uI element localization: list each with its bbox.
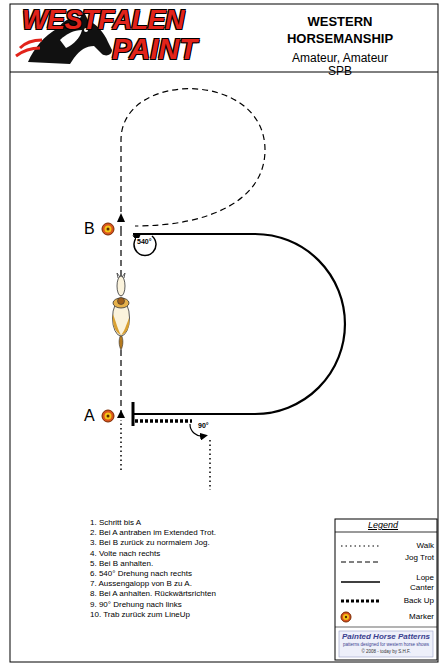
instruction: 10. Trab zurück zum LineUp [90, 611, 190, 620]
logo-text: WESTFALEN [22, 6, 184, 36]
walk-line [120, 420, 122, 470]
angle-label: 540° [136, 238, 152, 246]
subtitle: Amateur, Amateur SPB [280, 52, 400, 78]
lope-line [133, 234, 345, 414]
jog-out-line [209, 440, 211, 490]
instruction: 9. 90° Drehung nach links [90, 601, 182, 610]
instruction: 7. Aussengalopp von B zu A. [90, 580, 192, 589]
logo-text: patterns designed for western horse show… [341, 643, 431, 648]
logo-text: PAINT [112, 34, 197, 66]
angle-label: 90° [197, 422, 210, 430]
legend-heading: Legend [368, 521, 398, 531]
instruction: 6. 540° Drehung nach rechts [90, 570, 192, 579]
logo-text: Painted Horse Patterns [341, 633, 431, 642]
instruction: 8. Bei A anhalten. Rückwärtsrichten [90, 590, 216, 599]
horse-rider [113, 273, 130, 350]
legend-text: Marker [409, 613, 434, 622]
legend-box [335, 519, 437, 660]
title: WESTERN HORSEMANSHIP [280, 13, 400, 47]
marker [102, 223, 114, 235]
header-rule [10, 72, 438, 73]
instruction: 3. Bei B zurück zu normalem Jog. [90, 539, 210, 548]
marker [102, 410, 114, 422]
instruction: 5. Bei B anhalten. [90, 560, 153, 569]
copyright: © 2008 - today by S.H.F. [341, 650, 431, 655]
marker-label: B [84, 220, 95, 238]
backup-line [135, 419, 192, 423]
legend-text: Back Up [404, 597, 434, 606]
instruction: 2. Bei A antraben im Extended Trot. [90, 529, 216, 538]
spin-symbol [134, 236, 156, 255]
marker-label: A [84, 407, 95, 425]
stop-bar [132, 402, 135, 426]
direction-arrow [117, 410, 125, 418]
page-frame [10, 4, 438, 662]
legend-text: Lope Canter [404, 573, 434, 593]
legend-text: Walk [417, 542, 434, 551]
legend-text: Jog Trot [404, 553, 434, 563]
instruction: 4. Volte nach rechts [90, 550, 160, 559]
instruction: 1. Schritt bis A [90, 519, 141, 528]
jog-circle [121, 89, 265, 232]
